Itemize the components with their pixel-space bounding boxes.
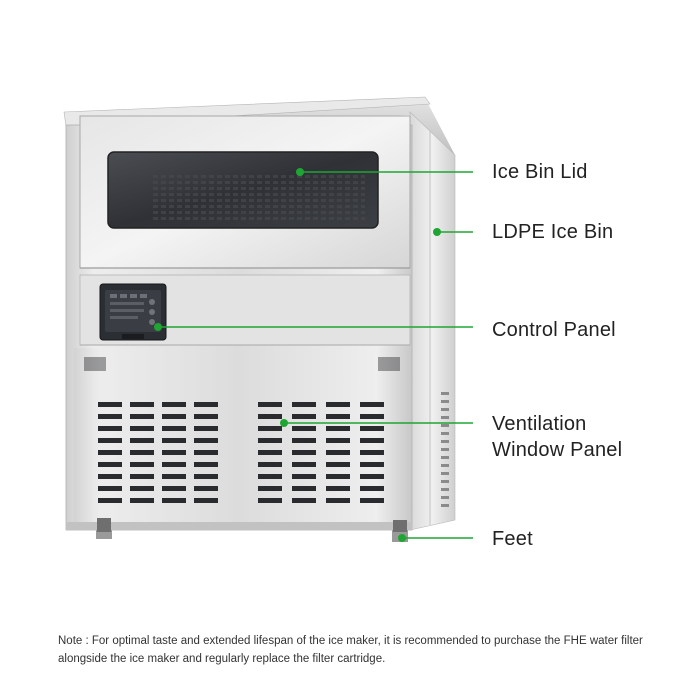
ice-cubes-visible — [150, 172, 365, 222]
callout-markers — [154, 168, 473, 542]
callout-dot-ice-bin-lid — [296, 168, 304, 176]
control-panel — [99, 283, 167, 341]
side-panel — [409, 111, 456, 531]
label-ldpe-ice-bin: LDPE Ice Bin — [492, 221, 614, 243]
foot-left — [96, 518, 112, 539]
footnote: Note : For optimal taste and extended li… — [58, 635, 643, 665]
label-control-panel: Control Panel — [492, 319, 616, 341]
callout-dot-feet — [398, 534, 406, 542]
callout-dot-ventilation — [280, 419, 288, 427]
label-feet: Feet — [492, 528, 533, 550]
callout-dot-ice-bin — [433, 228, 441, 236]
label-ice-bin-lid: Ice Bin Lid — [492, 161, 588, 183]
side-vents — [441, 392, 449, 507]
right-ventilation-grille — [258, 402, 384, 503]
bottom-edge — [66, 522, 412, 530]
callout-dot-control-panel — [154, 323, 162, 331]
left-ventilation-grille — [98, 402, 218, 503]
label-ventilation-window-panel: Ventilation Window Panel — [492, 413, 623, 461]
ice-bin-window-frame — [107, 151, 379, 229]
lower-front — [74, 348, 410, 526]
